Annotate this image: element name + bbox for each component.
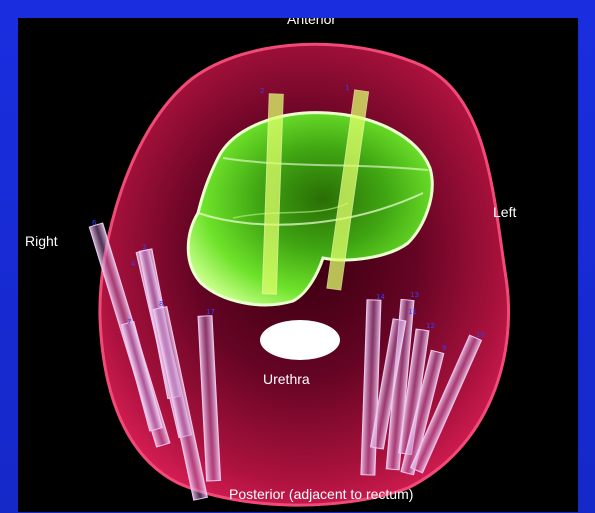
needle-label-3: 3 bbox=[142, 243, 146, 251]
needle-label-4: 4 bbox=[131, 260, 136, 268]
prostate-3d-render: 2 1 6 3 4 7 8 17 14 13 11 12 9 10 bbox=[18, 18, 578, 512]
urethra-label: Urethra bbox=[263, 371, 310, 387]
left-label: Left bbox=[493, 204, 516, 220]
needle-label-1: 1 bbox=[345, 84, 349, 92]
urethra-shape bbox=[260, 320, 340, 360]
needle-label-17: 17 bbox=[206, 308, 215, 316]
needle-label-8: 8 bbox=[159, 300, 163, 308]
needle-label-13: 13 bbox=[410, 291, 419, 299]
needle-label-12: 12 bbox=[426, 322, 435, 330]
needle-label-2: 2 bbox=[260, 87, 264, 95]
render-viewport: 2 1 6 3 4 7 8 17 14 13 11 12 9 10 Anteri… bbox=[18, 18, 578, 512]
anterior-label: Anterior bbox=[287, 18, 336, 27]
posterior-label: Posterior (adjacent to rectum) bbox=[229, 486, 413, 502]
needle-label-6: 6 bbox=[92, 219, 97, 227]
needle-label-9: 9 bbox=[442, 344, 446, 352]
needle-label-14: 14 bbox=[376, 293, 385, 301]
needle-label-11: 11 bbox=[408, 308, 417, 316]
needle-label-7: 7 bbox=[127, 318, 131, 326]
right-label: Right bbox=[25, 233, 58, 249]
needle-label-10: 10 bbox=[476, 331, 485, 339]
